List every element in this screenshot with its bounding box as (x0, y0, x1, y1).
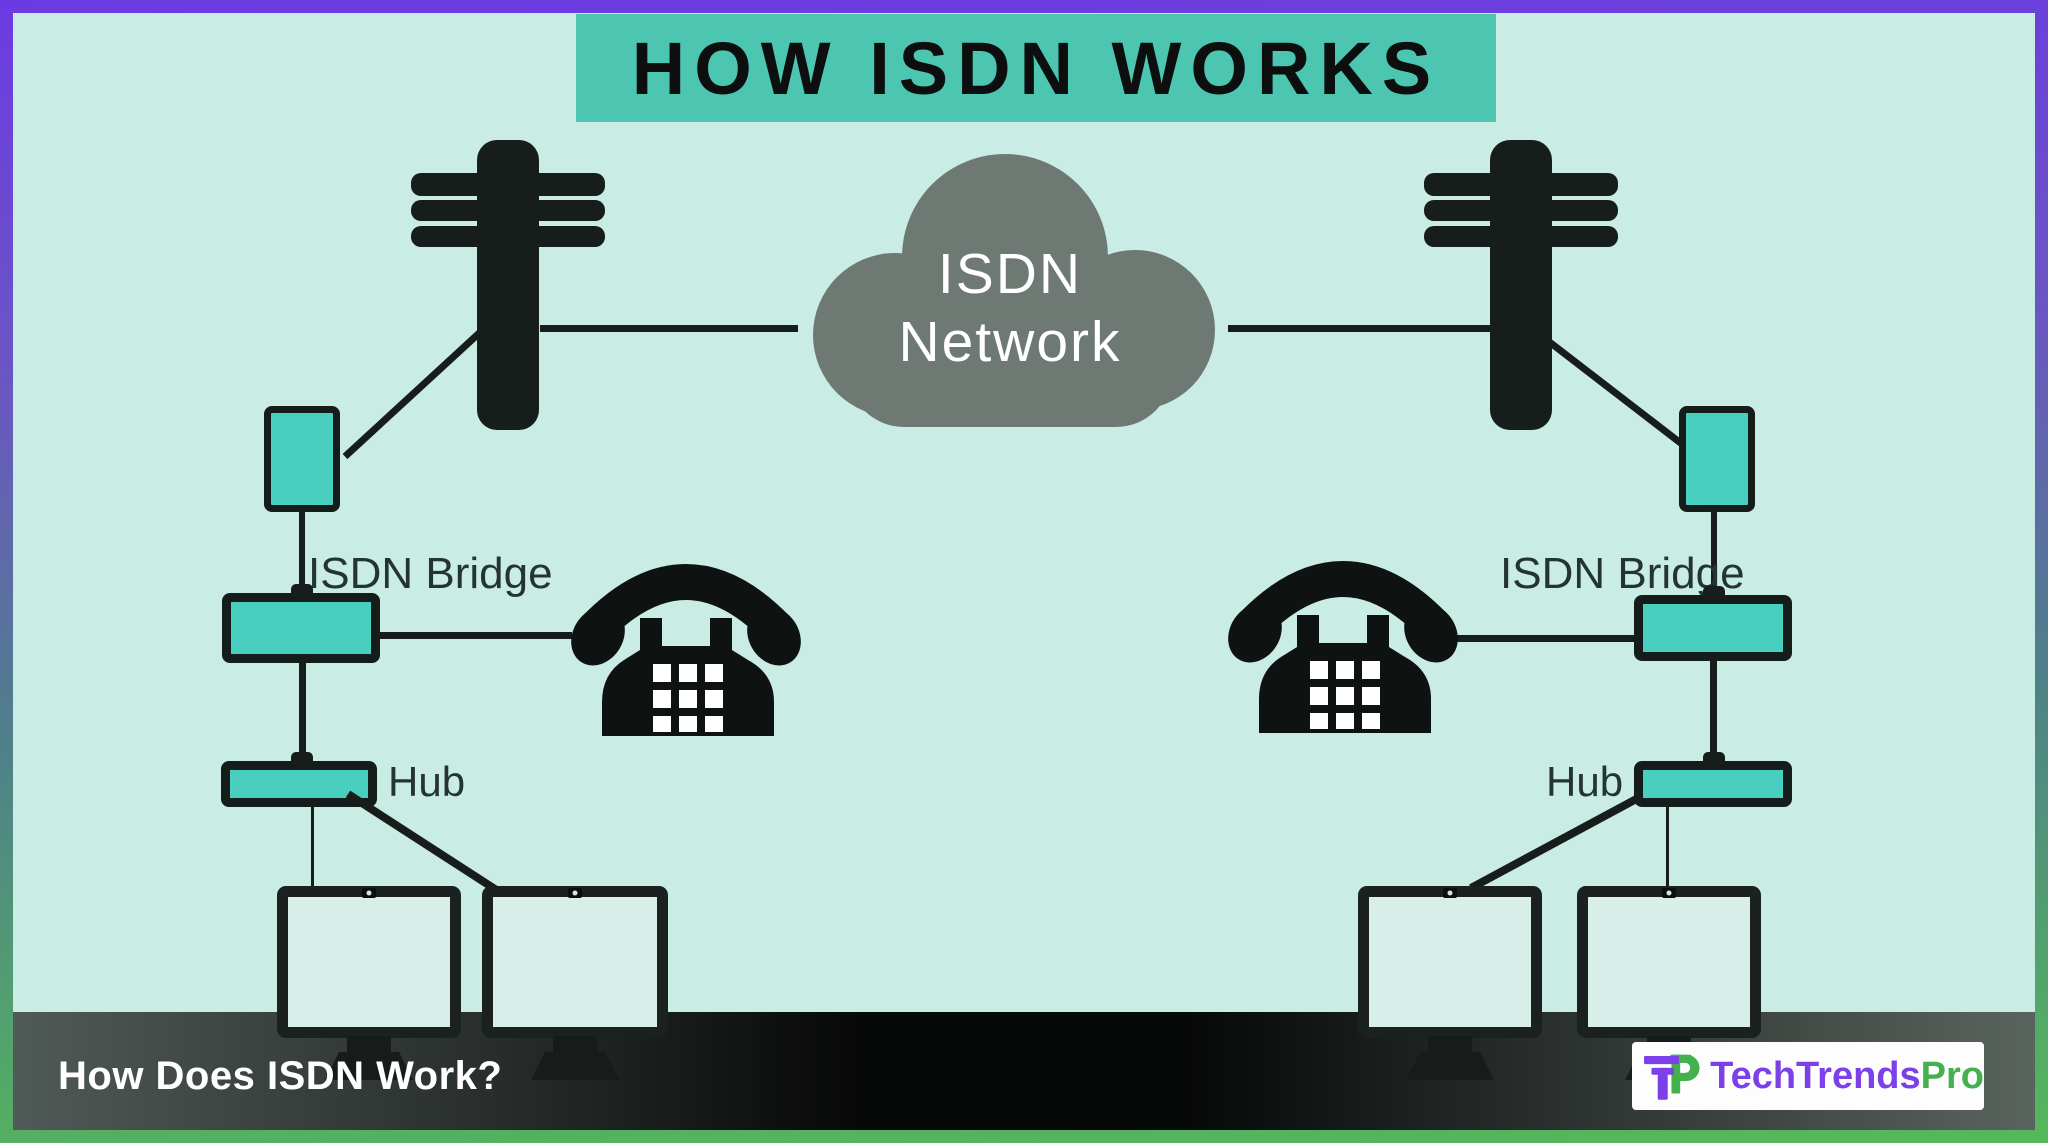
junction-dot-hub-left (291, 752, 313, 766)
webcam-dot-icon (1443, 888, 1457, 898)
connection-line-hub-monitor1 (311, 805, 314, 889)
connection-line-cloud-right (1228, 325, 1494, 332)
webcam-dot-icon (362, 888, 376, 898)
monitor-1-base (325, 1052, 413, 1080)
connection-line-cloud-left (540, 325, 798, 332)
isdn-network-cloud-icon (813, 154, 1215, 427)
junction-dot-bridge-left (291, 584, 313, 598)
brand-logo[interactable]: TechTrendsPro (1632, 1042, 1984, 1110)
page-title: HOW ISDN WORKS (631, 26, 1441, 110)
connection-line-bridge-hub-right (1710, 658, 1717, 765)
webcam-dot-icon (568, 888, 582, 898)
cloud-label-line1: ISDN (937, 241, 1083, 306)
telephone-left-icon (571, 564, 801, 736)
junction-dot-hub-right (1703, 752, 1725, 766)
brand-name-suffix: Pro (1920, 1054, 1984, 1097)
cloud-label: ISDN Network (790, 143, 1230, 431)
brand-name-primary: TechTrends (1710, 1054, 1921, 1097)
monitor-2-stand (553, 1036, 597, 1054)
computer-monitor-1 (277, 886, 461, 1038)
webcam-dot-icon (1662, 888, 1676, 898)
hub-right-box (1634, 761, 1792, 807)
isdn-terminal-left (264, 406, 340, 512)
hub-left-label: Hub (388, 758, 466, 805)
telephone-right-icon (1228, 561, 1458, 733)
computer-monitor-4 (1577, 886, 1761, 1038)
junction-dot-bridge-right (1703, 586, 1725, 600)
connection-line-terminal-bridge-left (299, 510, 305, 598)
cloud-label-line2: Network (898, 310, 1122, 374)
computer-monitor-2 (482, 886, 668, 1038)
ttp-monogram-icon (1644, 1054, 1700, 1100)
monitor-3-base (1406, 1052, 1494, 1080)
connection-line-terminal-bridge-right (1711, 510, 1717, 600)
connection-line-hub-monitor4 (1666, 805, 1669, 889)
monitor-3-stand (1428, 1036, 1472, 1054)
connection-line-bridge-hub-left (299, 660, 306, 765)
isdn-bridge-right-box (1634, 595, 1792, 661)
isdn-bridge-left-label: ISDN Bridge (308, 549, 553, 598)
isdn-bridge-left-box (222, 593, 380, 663)
computer-monitor-3 (1358, 886, 1542, 1038)
utility-pole-left-icon (411, 140, 605, 430)
title-banner: HOW ISDN WORKS (576, 14, 1496, 122)
connection-line-bridge-phone-left (378, 632, 572, 639)
connection-line-phone-bridge-right (1452, 635, 1636, 642)
footer-caption: How Does ISDN Work? (58, 1054, 503, 1098)
utility-pole-right-icon (1424, 140, 1618, 430)
brand-name: TechTrendsPro (1710, 1055, 1984, 1098)
isdn-terminal-right (1679, 406, 1755, 512)
monitor-1-stand (347, 1036, 391, 1054)
monitor-2-base (531, 1052, 619, 1080)
hub-right-label: Hub (1546, 758, 1624, 805)
